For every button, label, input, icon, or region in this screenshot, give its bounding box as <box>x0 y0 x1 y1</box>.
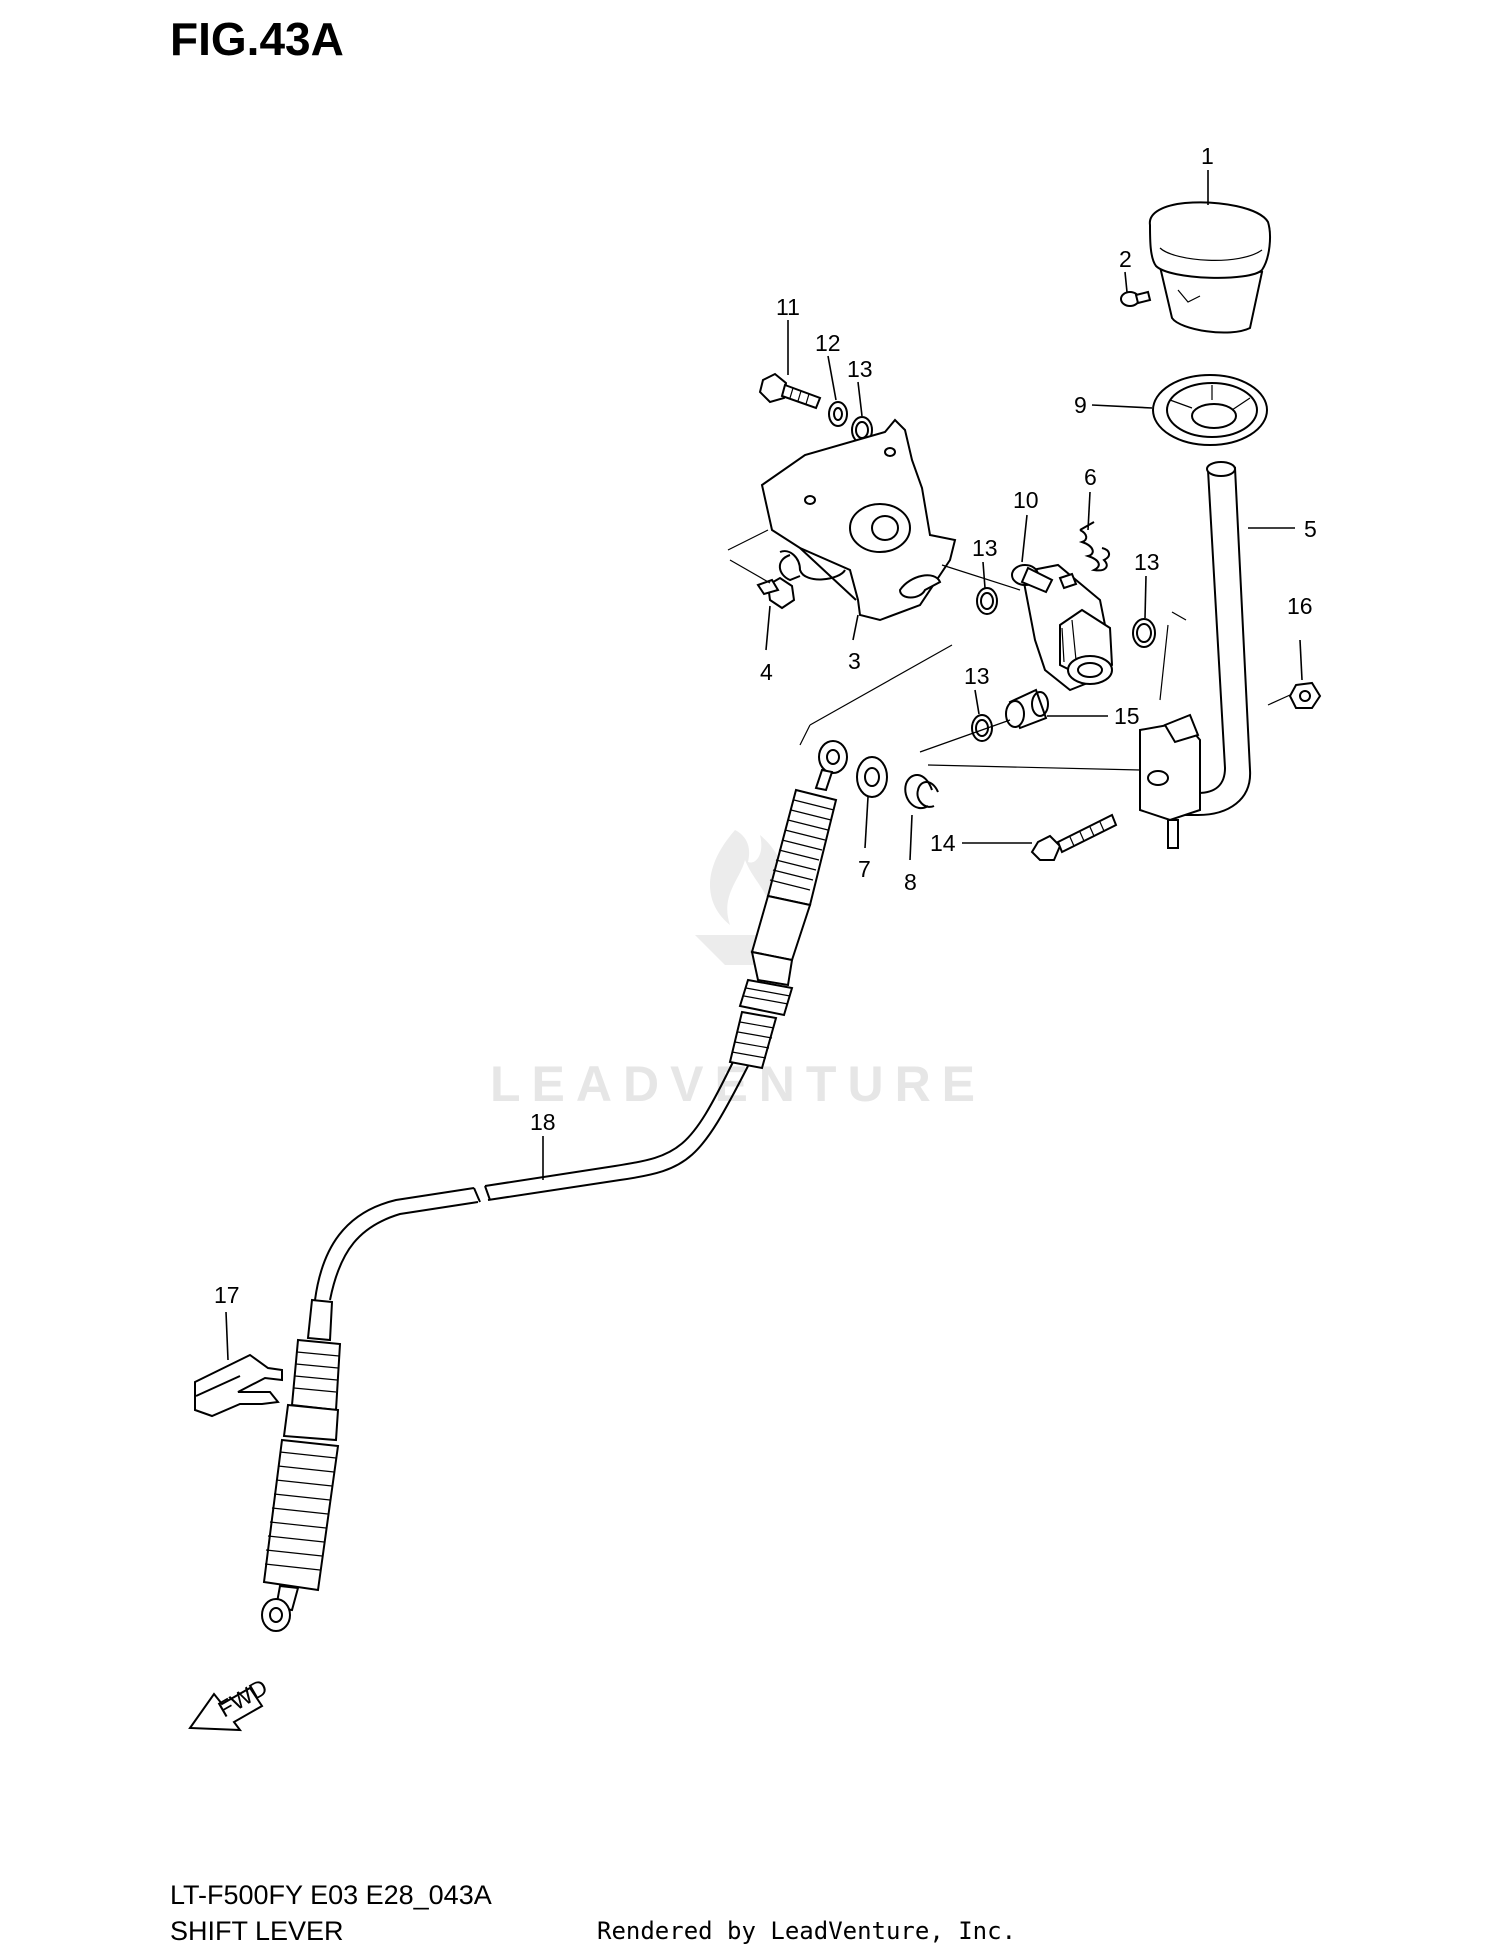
callout-4: 4 <box>760 659 773 685</box>
washer-12 <box>828 401 848 427</box>
return-spring <box>1078 521 1110 572</box>
lever-nut <box>1288 681 1322 709</box>
callout-5: 5 <box>1304 516 1317 542</box>
arm-pin <box>1058 572 1078 590</box>
o-ring-13-right <box>1132 618 1156 648</box>
callout-17: 17 <box>214 1282 240 1308</box>
callout-18: 18 <box>530 1109 556 1135</box>
pivot-bolt <box>1030 813 1118 861</box>
callout-16: 16 <box>1287 593 1313 619</box>
shift-knob <box>1148 201 1271 334</box>
cable-washer <box>856 756 888 798</box>
fwd-arrow-icon: FWD <box>188 1674 272 1732</box>
callout-3: 3 <box>848 648 861 674</box>
figure-title: FIG.43A <box>170 13 344 65</box>
watermark-text: LEADVENTURE <box>490 1056 987 1112</box>
assembly-lines <box>727 529 1291 771</box>
knob-screw <box>1120 290 1152 307</box>
cable-clip <box>194 1353 283 1418</box>
callout-2: 2 <box>1119 246 1132 272</box>
bracket-bolt <box>758 372 822 410</box>
lever-mount-bracket <box>1139 713 1201 849</box>
callout-6: 6 <box>1084 464 1097 490</box>
callout-11: 11 <box>776 294 800 320</box>
callout-13-top: 13 <box>847 356 873 382</box>
callout-14: 14 <box>930 830 956 856</box>
shift-lever <box>1169 461 1252 816</box>
leader-lines <box>225 170 1303 1361</box>
e-clip <box>904 774 939 809</box>
callout-8: 8 <box>904 869 917 895</box>
o-ring-13-lower <box>971 714 993 742</box>
section-name: SHIFT LEVER <box>170 1916 344 1946</box>
bracket-mount-bolt <box>756 576 796 610</box>
callout-13-lower: 13 <box>964 663 990 689</box>
o-ring-13-left <box>976 587 998 615</box>
callout-13-right: 13 <box>1134 549 1160 575</box>
model-code: LT-F500FY E03 E28_043A <box>170 1880 492 1910</box>
callout-10: 10 <box>1013 487 1039 513</box>
shift-collar <box>1005 688 1049 730</box>
callout-13-left: 13 <box>972 535 998 561</box>
shift-arm <box>1011 563 1114 692</box>
lever-boot <box>1152 374 1268 446</box>
callout-15: 15 <box>1114 703 1140 729</box>
shift-cable <box>261 740 848 1632</box>
shift-bracket <box>760 418 957 622</box>
callout-9: 9 <box>1074 392 1087 418</box>
callout-1: 1 <box>1201 143 1214 169</box>
callout-labels: 1 2 3 4 5 6 7 8 9 10 11 12 13 13 13 13 1… <box>214 143 1317 1308</box>
callout-12: 12 <box>815 330 841 356</box>
callout-7: 7 <box>858 856 871 882</box>
render-credit: Rendered by LeadVenture, Inc. <box>597 1917 1017 1945</box>
